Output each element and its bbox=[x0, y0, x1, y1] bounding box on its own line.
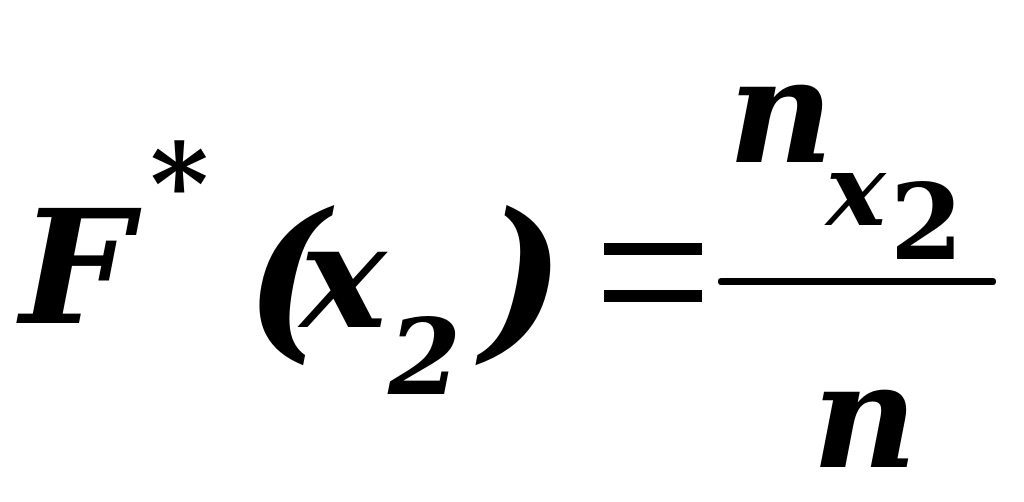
argument-variable: x bbox=[300, 192, 387, 362]
numerator-subscript-index: 2 bbox=[890, 160, 964, 284]
numerator-variable: n bbox=[728, 27, 834, 197]
denominator-variable: n bbox=[812, 332, 918, 502]
argument-subscript: 2 bbox=[388, 295, 462, 419]
left-parenthesis: ( bbox=[245, 175, 328, 380]
equals-bar-bottom bbox=[604, 290, 702, 302]
equals-bar-top bbox=[604, 243, 702, 255]
asterisk-superscript: * bbox=[150, 120, 209, 251]
fraction-bar bbox=[718, 278, 996, 285]
formula: F * ( x 2 ) n x 2 n bbox=[20, 27, 996, 490]
function-symbol: F bbox=[20, 176, 133, 361]
equals-sign bbox=[604, 243, 702, 303]
numerator-subscript-variable: x bbox=[826, 131, 886, 249]
right-parenthesis: ) bbox=[482, 175, 565, 380]
